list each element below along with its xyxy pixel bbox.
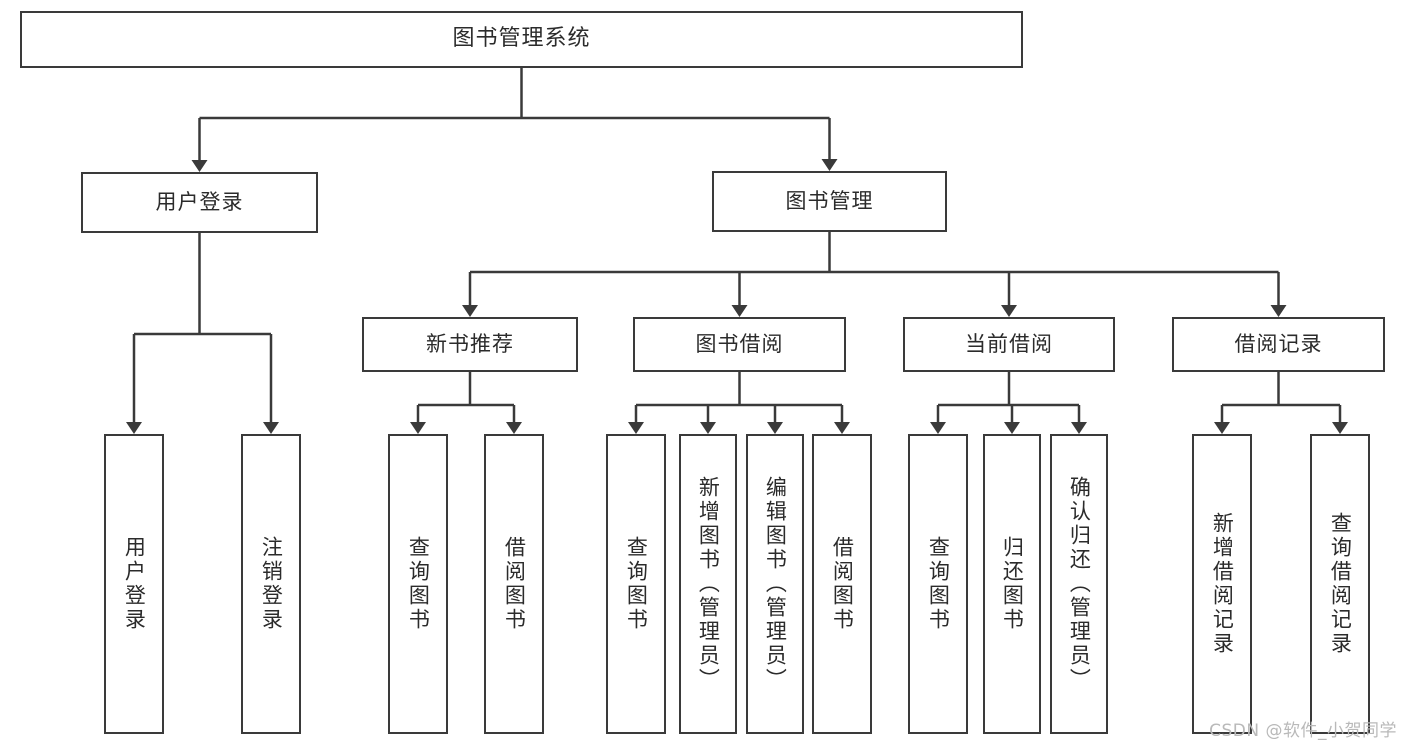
leaf-query-book-1[interactable]: 查询图书 <box>388 434 448 734</box>
csdn-watermark: CSDN @软件_小贺同学 <box>1209 721 1397 741</box>
leaf-add-book-label: 新增图书（管理员） <box>696 476 721 692</box>
node-new-book-rec-label: 新书推荐 <box>426 331 514 356</box>
leaf-return-book-label: 归还图书 <box>1000 536 1025 632</box>
leaf-borrow-book-1[interactable]: 借阅图书 <box>484 434 544 734</box>
leaf-add-record-label: 新增借阅记录 <box>1210 512 1235 656</box>
node-root[interactable]: 图书管理系统 <box>20 11 1023 68</box>
leaf-query-book-3[interactable]: 查询图书 <box>908 434 968 734</box>
node-book-manage-label: 图书管理 <box>785 188 874 213</box>
leaf-query-book-3-label: 查询图书 <box>926 536 951 632</box>
leaf-query-book-1-label: 查询图书 <box>406 536 431 632</box>
leaf-user-login[interactable]: 用户登录 <box>104 434 164 734</box>
node-borrow-record-label: 借阅记录 <box>1234 331 1323 356</box>
leaf-edit-book[interactable]: 编辑图书（管理员） <box>746 434 804 734</box>
leaf-query-book-2[interactable]: 查询图书 <box>606 434 666 734</box>
leaf-return-book[interactable]: 归还图书 <box>983 434 1041 734</box>
leaf-query-record[interactable]: 查询借阅记录 <box>1310 434 1370 734</box>
node-book-manage[interactable]: 图书管理 <box>712 171 947 232</box>
leaf-borrow-book-2-label: 借阅图书 <box>830 536 855 632</box>
node-current-borrow[interactable]: 当前借阅 <box>903 317 1115 372</box>
leaf-edit-book-label: 编辑图书（管理员） <box>763 476 788 692</box>
node-user-login[interactable]: 用户登录 <box>81 172 318 233</box>
leaf-add-book[interactable]: 新增图书（管理员） <box>679 434 737 734</box>
node-book-borrow[interactable]: 图书借阅 <box>633 317 846 372</box>
node-borrow-record[interactable]: 借阅记录 <box>1172 317 1385 372</box>
leaf-user-logout-label: 注销登录 <box>259 536 284 632</box>
node-new-book-rec[interactable]: 新书推荐 <box>362 317 578 372</box>
node-user-login-label: 用户登录 <box>155 189 244 214</box>
leaf-confirm-return[interactable]: 确认归还（管理员） <box>1050 434 1108 734</box>
leaf-add-record[interactable]: 新增借阅记录 <box>1192 434 1252 734</box>
leaf-borrow-book-2[interactable]: 借阅图书 <box>812 434 872 734</box>
leaf-user-login-label: 用户登录 <box>122 536 147 632</box>
leaf-borrow-book-1-label: 借阅图书 <box>502 536 527 632</box>
node-root-label: 图书管理系统 <box>452 26 591 52</box>
leaf-user-logout[interactable]: 注销登录 <box>241 434 301 734</box>
leaf-query-record-label: 查询借阅记录 <box>1328 512 1353 656</box>
leaf-confirm-return-label: 确认归还（管理员） <box>1067 476 1092 692</box>
node-current-borrow-label: 当前借阅 <box>965 331 1053 356</box>
node-book-borrow-label: 图书借阅 <box>695 331 784 356</box>
leaf-query-book-2-label: 查询图书 <box>624 536 649 632</box>
